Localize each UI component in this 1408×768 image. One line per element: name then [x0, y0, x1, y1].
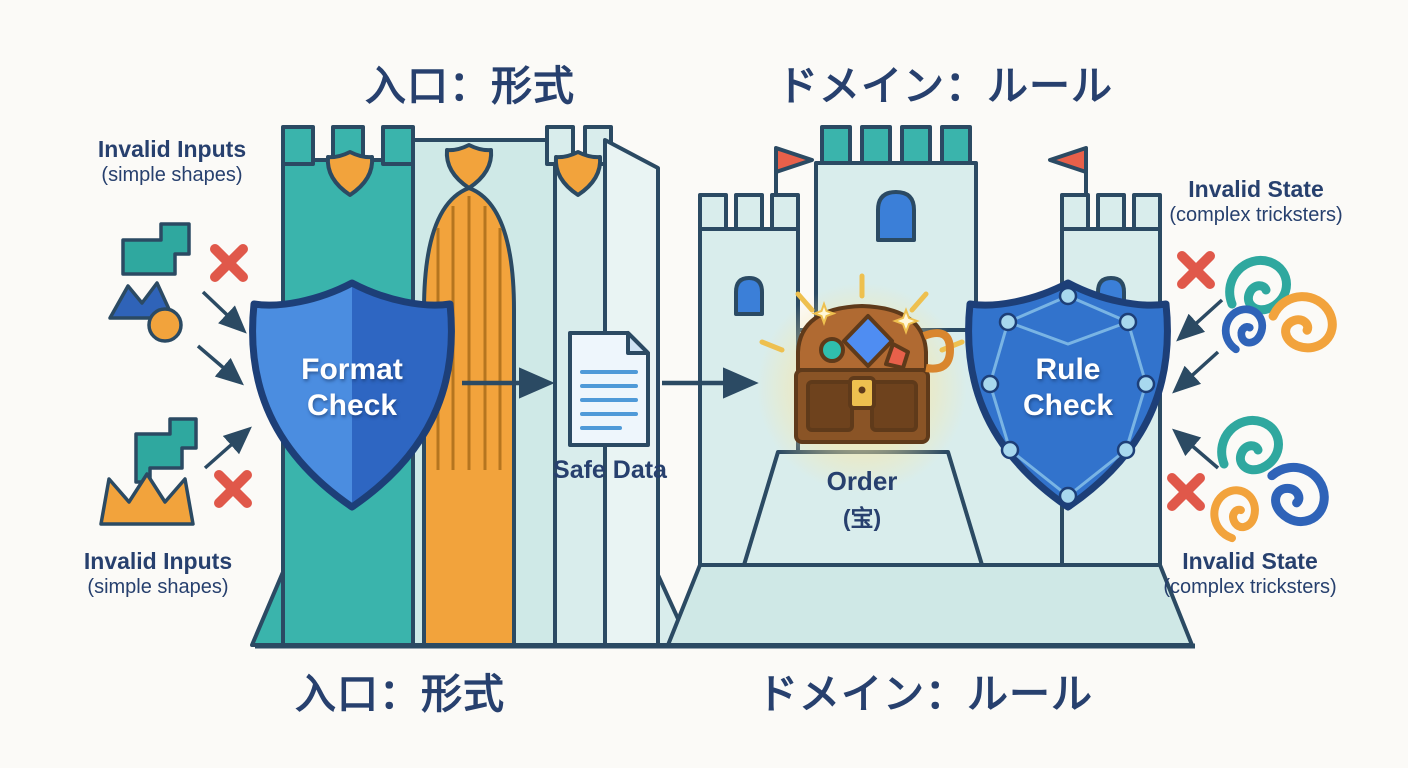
annotation-title: Invalid Inputs	[83, 548, 233, 574]
swirl-icon	[1266, 459, 1332, 529]
emblem-shield-icon	[325, 150, 375, 197]
puzzle-icon	[134, 417, 198, 484]
shield-text-line: Check	[1022, 389, 1114, 422]
annotation-title: Invalid State	[1188, 176, 1324, 202]
arrow-icon	[203, 426, 252, 470]
safe-data-label: Safe Data	[553, 456, 667, 484]
shield-text-line: Format	[301, 353, 403, 386]
puzzle-icon	[121, 222, 191, 276]
emblem-shield-icon	[444, 143, 494, 190]
swirl-icon	[1222, 420, 1279, 469]
annotation-subtitle: (complex tricksters)	[1169, 204, 1343, 226]
format-check-shield-icon	[249, 279, 455, 511]
title-entrance-bottom: 入口：形式	[295, 671, 505, 717]
annotation-title: Invalid Inputs	[97, 136, 247, 162]
arrow-icon	[1176, 298, 1224, 342]
annotation-subtitle: (simple shapes)	[101, 164, 243, 186]
order-subtitle: (宝)	[842, 505, 882, 531]
invalid-inputs-label-bottom: Invalid Inputs (simple shapes)	[26, 548, 290, 599]
invalid-state-label-bottom: Invalid State (complex tricksters)	[1094, 548, 1406, 599]
annotation-subtitle: (simple shapes)	[87, 576, 229, 598]
annotation-subtitle: (complex tricksters)	[1163, 576, 1337, 598]
tower-window-icon	[734, 276, 764, 316]
invalid-state-label-top: Invalid State (complex tricksters)	[1100, 176, 1408, 227]
network-nodes	[980, 286, 1156, 506]
treasure-chest-icon	[757, 273, 967, 493]
gold-cup-icon	[922, 329, 954, 373]
annotation-title: Invalid State	[1182, 548, 1318, 574]
shield-text-line: Rule	[1035, 353, 1101, 386]
x-mark-icon	[210, 244, 248, 282]
swirl-icon	[1267, 284, 1342, 359]
circle-icon	[147, 307, 183, 343]
rule-check-label: Rule Check	[968, 352, 1168, 424]
x-mark-icon	[1167, 473, 1205, 511]
order-label: Order (宝)	[762, 466, 962, 533]
left-arrows	[196, 290, 252, 470]
sparkle-icon	[811, 301, 920, 335]
arrow-icon	[196, 344, 244, 386]
arrow-icon	[1172, 428, 1220, 470]
invalid-inputs-bottom-shapes	[99, 417, 198, 526]
x-mark-icon	[1177, 251, 1215, 289]
order-title: Order	[826, 466, 898, 496]
rule-check-shield-icon	[965, 279, 1171, 511]
gem-round-icon	[819, 337, 845, 363]
invalid-state-bottom-shapes	[1204, 420, 1331, 542]
title-domain-bottom: ドメイン：ルール	[757, 671, 1093, 717]
safe-data-document-icon	[568, 331, 650, 447]
swirl-icon	[1204, 482, 1263, 542]
arrow-icon	[1172, 350, 1220, 394]
shield-text-line: Check	[306, 389, 398, 422]
title-entrance-top: 入口：形式	[365, 63, 575, 109]
format-check-label: Format Check	[252, 352, 452, 424]
x-mark-icon	[214, 470, 252, 508]
keep-window-icon	[876, 190, 916, 242]
right-arrows	[1172, 298, 1224, 470]
invalid-state-top-shapes	[1217, 260, 1342, 358]
gem-diamond-icon	[842, 314, 894, 368]
arrow-icon	[201, 290, 247, 334]
invalid-inputs-top-shapes	[108, 222, 191, 343]
emblem-shield-icon	[553, 150, 603, 197]
crown-icon	[99, 472, 195, 526]
title-domain-top: ドメイン：ルール	[777, 63, 1113, 109]
invalid-inputs-label-top: Invalid Inputs (simple shapes)	[40, 136, 304, 187]
